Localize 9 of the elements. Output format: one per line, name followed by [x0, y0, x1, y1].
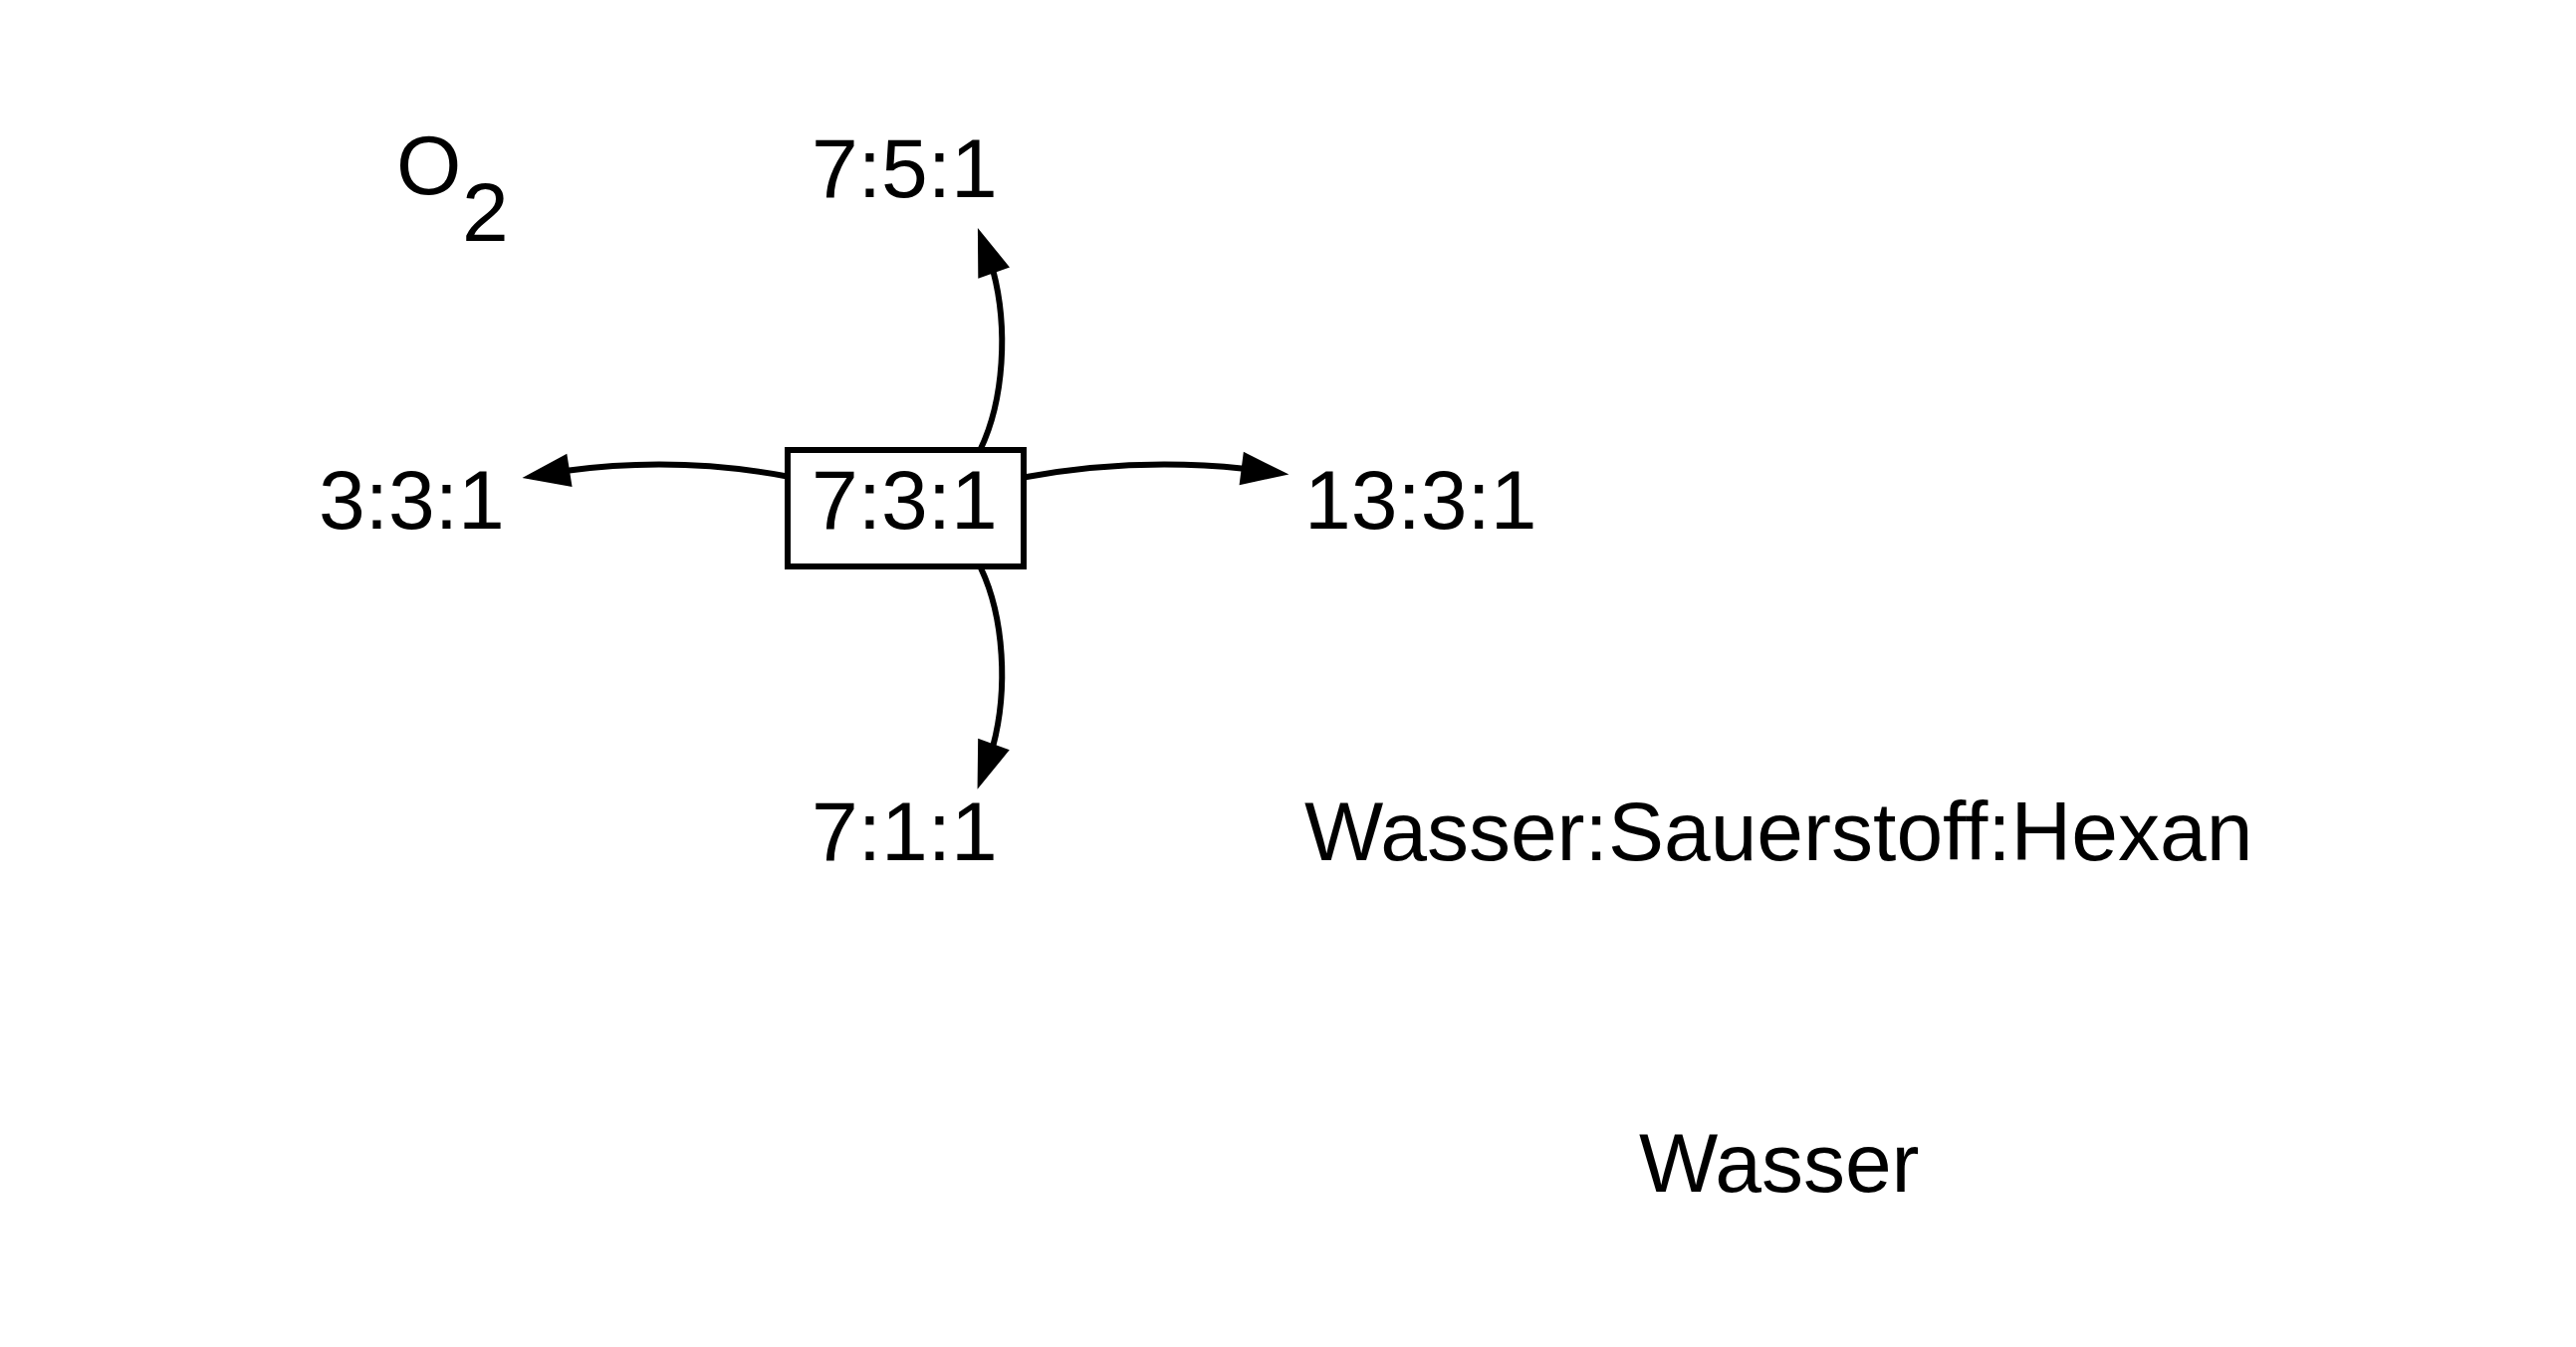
node-text: 7:1:1 [812, 784, 998, 878]
node-text: 7:5:1 [812, 120, 998, 215]
arrow [522, 453, 788, 487]
arrow [977, 227, 1010, 450]
node-box: 7:3:1 [785, 446, 1027, 569]
node-text: 3:3:1 [319, 452, 505, 547]
label: Wasser:Sauerstoff:Hexan [1304, 784, 2253, 878]
node-text: 13:3:1 [1304, 452, 1537, 547]
label: Wasser [1639, 1115, 1920, 1210]
